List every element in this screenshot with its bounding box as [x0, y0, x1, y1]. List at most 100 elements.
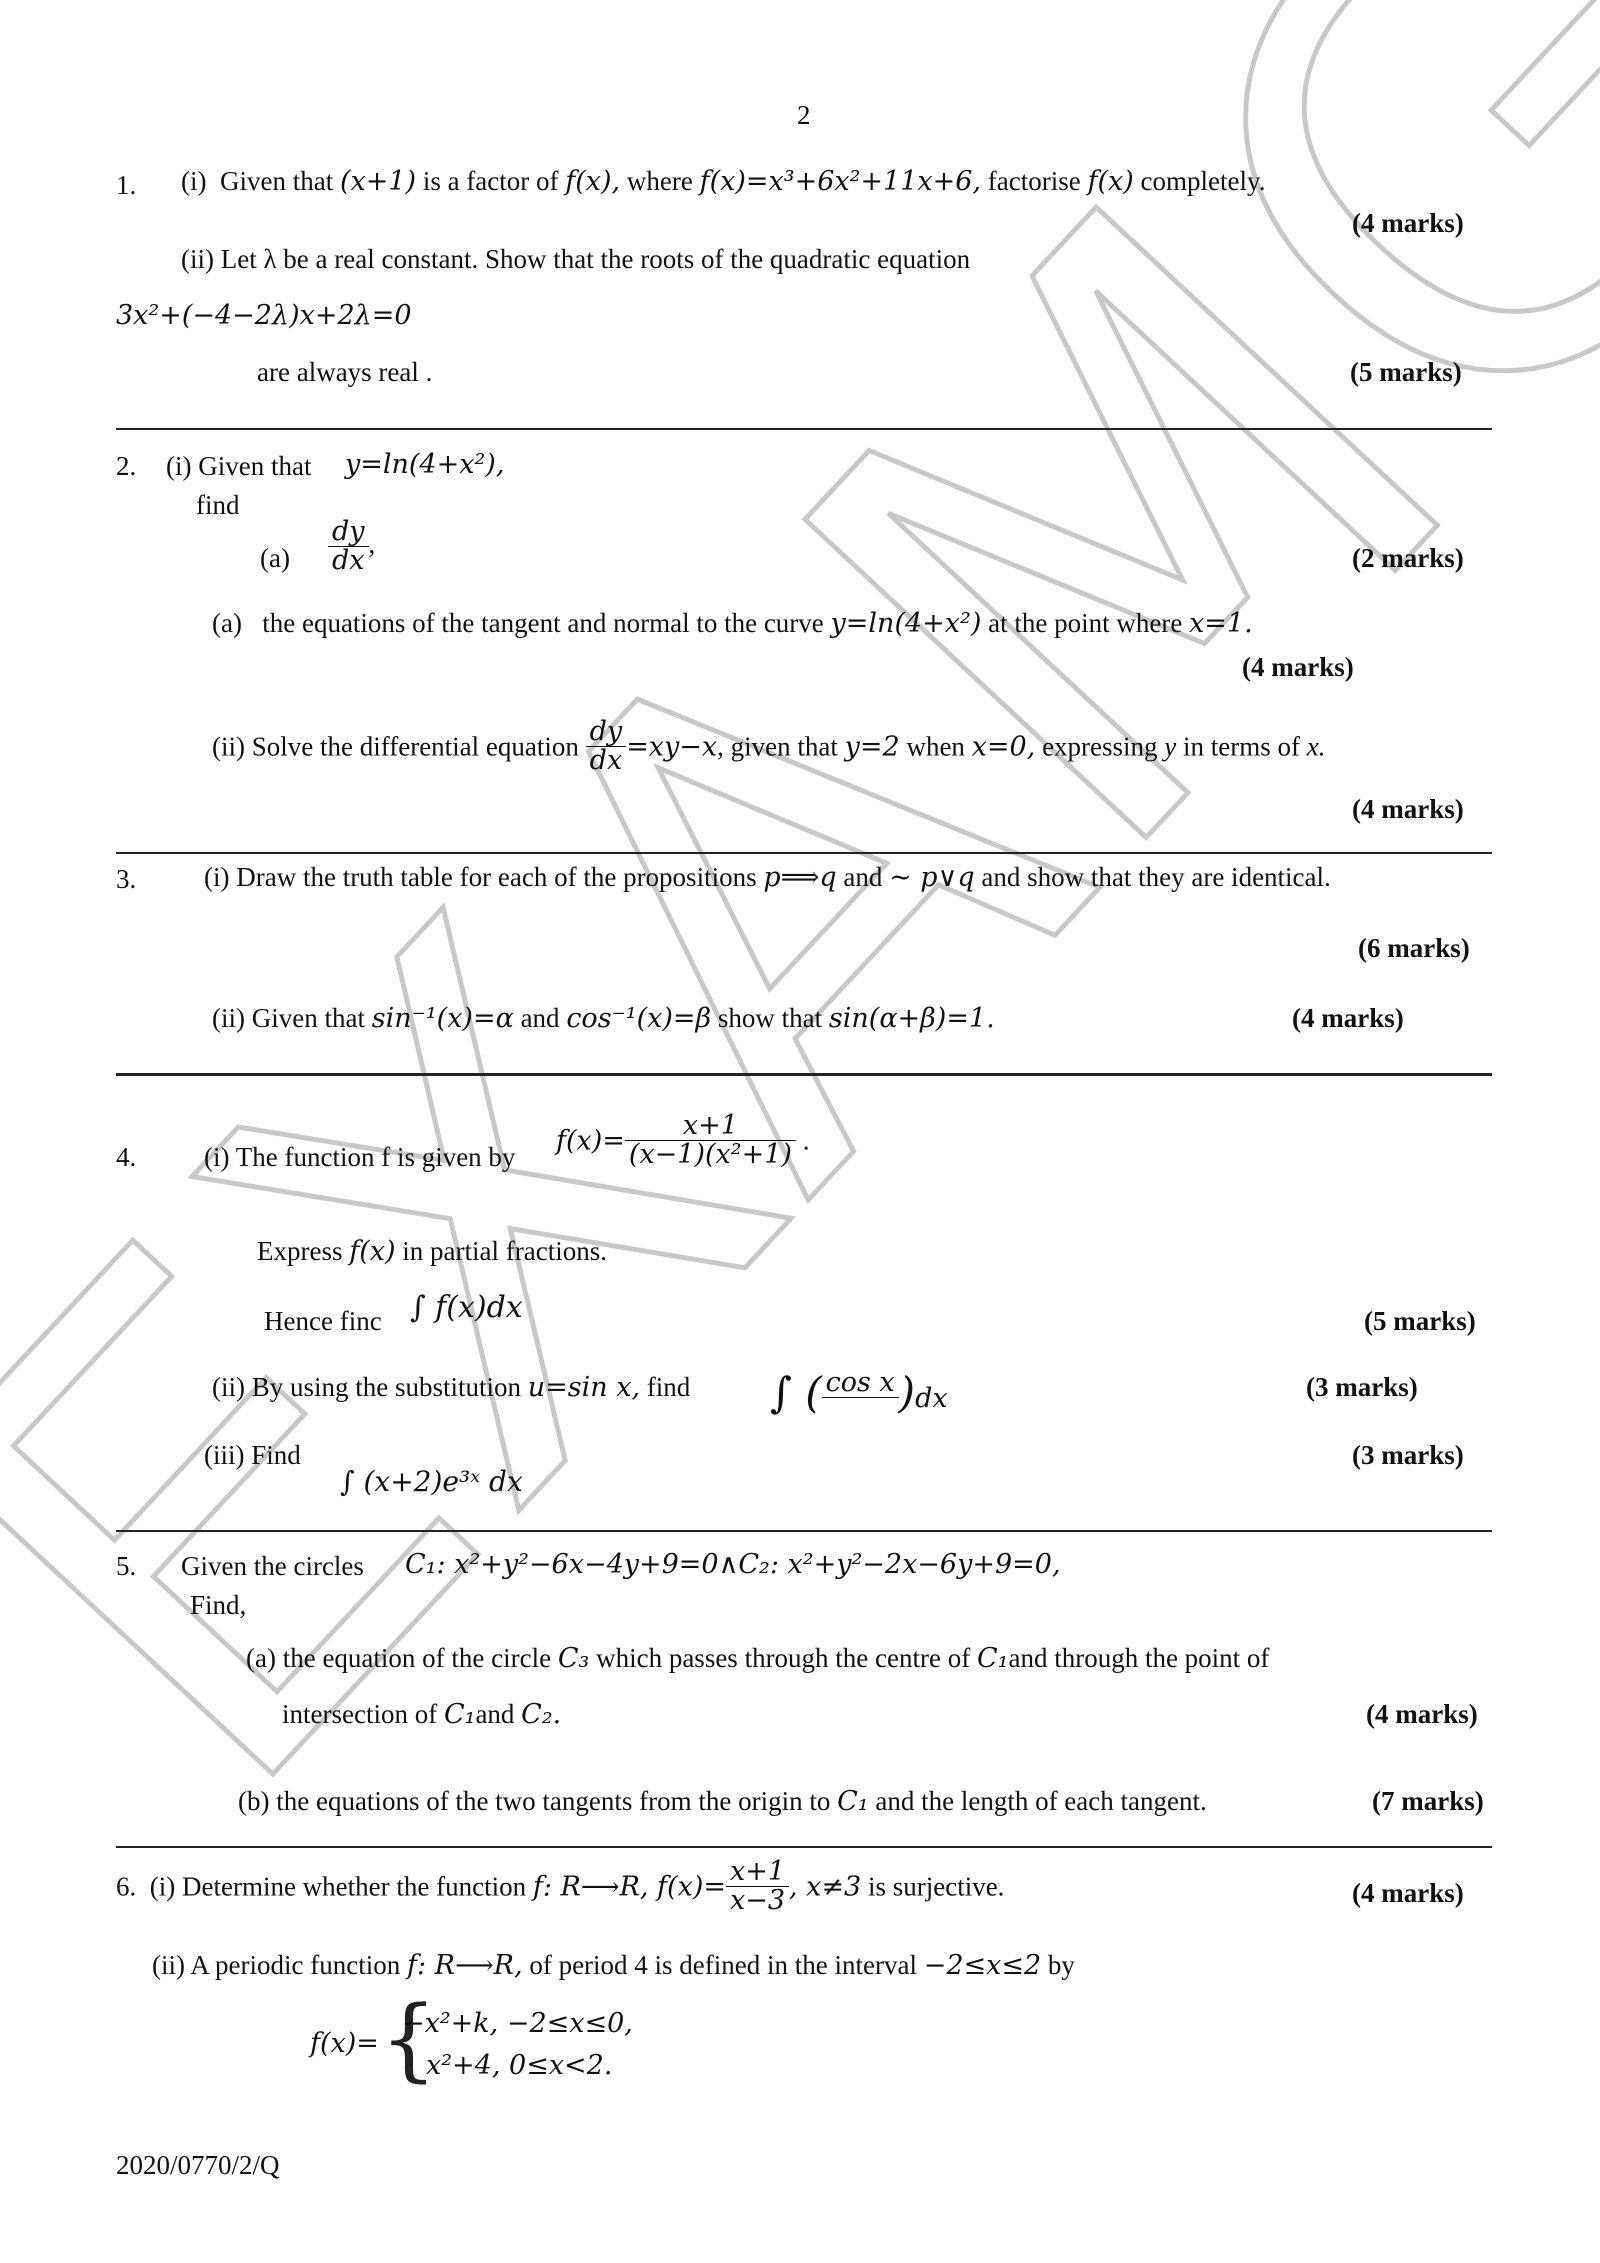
- text: and: [843, 862, 883, 892]
- marks: (3 marks): [1306, 1372, 1418, 1402]
- marks: (3 marks): [1352, 1440, 1464, 1470]
- math: y=2: [844, 731, 900, 763]
- denominator: x−3: [725, 1886, 790, 1915]
- numerator: x+1: [682, 1110, 738, 1141]
- marks: (6 marks): [1358, 933, 1470, 963]
- math: f(x),: [565, 166, 621, 197]
- denominator: dx: [585, 746, 627, 775]
- divider: [116, 1073, 1492, 1076]
- numerator: dy: [589, 716, 623, 747]
- text: (ii) Given that: [212, 1003, 365, 1033]
- text: expressing: [1042, 731, 1158, 762]
- math: C₂.: [521, 1699, 562, 1730]
- substitution-integral: ∫ (cos x )dx: [770, 1368, 948, 1422]
- q5-text: Given the circles: [181, 1551, 364, 1581]
- math: f(x): [1087, 166, 1134, 197]
- footer-code: 2020/0770/2/Q: [116, 2150, 280, 2180]
- divider: [116, 428, 1492, 430]
- text: , given that: [717, 731, 838, 762]
- math: x=0,: [971, 731, 1036, 763]
- q4-part-ii: (ii) By using the substitution u=sin x, …: [212, 1372, 690, 1403]
- math: u=sin x,: [527, 1372, 641, 1403]
- q1-part-i: (i) Given that (x+1) is a factor of f(x)…: [181, 166, 1265, 197]
- divider: [116, 1846, 1492, 1848]
- text: in partial fractions.: [402, 1236, 607, 1266]
- math: (x+1): [339, 166, 417, 197]
- text: at the point where: [988, 608, 1183, 638]
- math: f: R⟶R, f(x)=: [532, 1871, 726, 1903]
- part-label: (i): [181, 166, 207, 196]
- q2-part-i-text: (i) Given that: [166, 451, 312, 481]
- text: (ii) By using the substitution: [212, 1372, 522, 1402]
- text: intersection of: [282, 1699, 438, 1729]
- text: which passes through the centre of: [596, 1643, 971, 1673]
- math: sin(α+β)=1.: [828, 1003, 995, 1034]
- numerator: cos x: [825, 1368, 895, 1398]
- text: .: [802, 1125, 810, 1156]
- math: C₁: [443, 1699, 476, 1730]
- q2-part-a2: (a) the equations of the tangent and nor…: [212, 608, 1253, 639]
- text: (i) Determine whether the function: [149, 1871, 527, 1902]
- find-text: Find,: [190, 1590, 247, 1620]
- marks: (7 marks): [1372, 1786, 1484, 1816]
- question-number: 1.: [116, 170, 137, 200]
- q5-part-a: (a) the equation of the circle C₃ which …: [246, 1643, 1269, 1674]
- marks: (5 marks): [1350, 357, 1462, 387]
- piecewise-lhs: f(x)=: [310, 2028, 379, 2059]
- part-label: (a): [212, 608, 242, 638]
- math: f: R⟶R,: [406, 1950, 523, 1981]
- piecewise-line-2: x²+4, 0≤x<2.: [426, 2050, 613, 2081]
- numerator: x+1: [729, 1856, 786, 1887]
- find-text: find: [196, 490, 240, 520]
- math: cos⁻¹(x)=β: [566, 1003, 712, 1034]
- text: (ii) A periodic function: [152, 1950, 401, 1980]
- divider: [116, 1530, 1492, 1532]
- math: p⟹q: [763, 862, 837, 893]
- math: dx: [915, 1383, 948, 1414]
- q4-part-iii-text: (iii) Find: [204, 1440, 301, 1470]
- integral: ∫ (x+2)e³ˣ dx: [340, 1465, 523, 1498]
- q5-part-b: (b) the equations of the two tangents fr…: [238, 1786, 1207, 1817]
- math: C₁: [837, 1786, 869, 1817]
- text: and show that they are identical.: [981, 862, 1331, 892]
- text: and: [520, 1003, 560, 1033]
- q1-equation: 3x²+(−4−2λ)x+2λ=0: [116, 300, 412, 331]
- math: y=ln(4+x²): [830, 608, 982, 639]
- text: completely.: [1140, 166, 1266, 196]
- hence-text: Hence finc: [264, 1306, 382, 1336]
- math: y: [1164, 731, 1177, 762]
- text: by: [1047, 1950, 1075, 1980]
- q3-part-ii: (ii) Given that sin⁻¹(x)=α and cos⁻¹(x)=…: [212, 1003, 995, 1034]
- text: (b) the equations of the two tangents fr…: [238, 1786, 831, 1816]
- math: f(x)=x³+6x²+11x+6,: [699, 166, 982, 197]
- math: C₁: [976, 1643, 1009, 1674]
- math: −2≤x≤2: [923, 1950, 1042, 1981]
- integral: ∫ f(x)dx: [410, 1290, 523, 1325]
- text: find: [646, 1372, 691, 1402]
- q1-part-ii-text: (ii) Let λ be a real constant. Show that…: [181, 244, 971, 274]
- function-fraction: f(x)=x+1(x−1)(x²+1) .: [556, 1110, 810, 1170]
- math: sin⁻¹(x)=α: [371, 1003, 514, 1034]
- math: x=1.: [1189, 608, 1253, 639]
- marks: (4 marks): [1352, 1878, 1464, 1908]
- math: =xy−x: [626, 731, 718, 763]
- q4-part-i-text: (i) The function f is given by: [204, 1142, 516, 1172]
- math: C₃: [557, 1643, 590, 1674]
- math: y=ln(4+x²),: [345, 449, 505, 480]
- q5-part-a-cont: intersection of C₁and C₂.: [282, 1699, 561, 1730]
- denominator: (x−1)(x²+1): [624, 1140, 796, 1169]
- q6-part-ii: (ii) A periodic function f: R⟶R, of peri…: [152, 1950, 1075, 1981]
- marks: (4 marks): [1366, 1699, 1478, 1729]
- denominator: dx: [328, 546, 369, 575]
- q6-part-i: 6. (i) Determine whether the function f:…: [116, 1856, 1004, 1916]
- text: where: [626, 166, 693, 196]
- express-line: Express f(x) in partial fractions.: [257, 1236, 607, 1267]
- text: and through the point of: [1008, 1643, 1270, 1673]
- marks: (4 marks): [1292, 1003, 1404, 1033]
- text: the equations of the tangent and normal …: [262, 608, 824, 638]
- question-number: 6.: [116, 1871, 137, 1902]
- text: Express: [257, 1236, 343, 1266]
- text: is a factor of: [422, 166, 559, 196]
- marks: (4 marks): [1352, 794, 1464, 824]
